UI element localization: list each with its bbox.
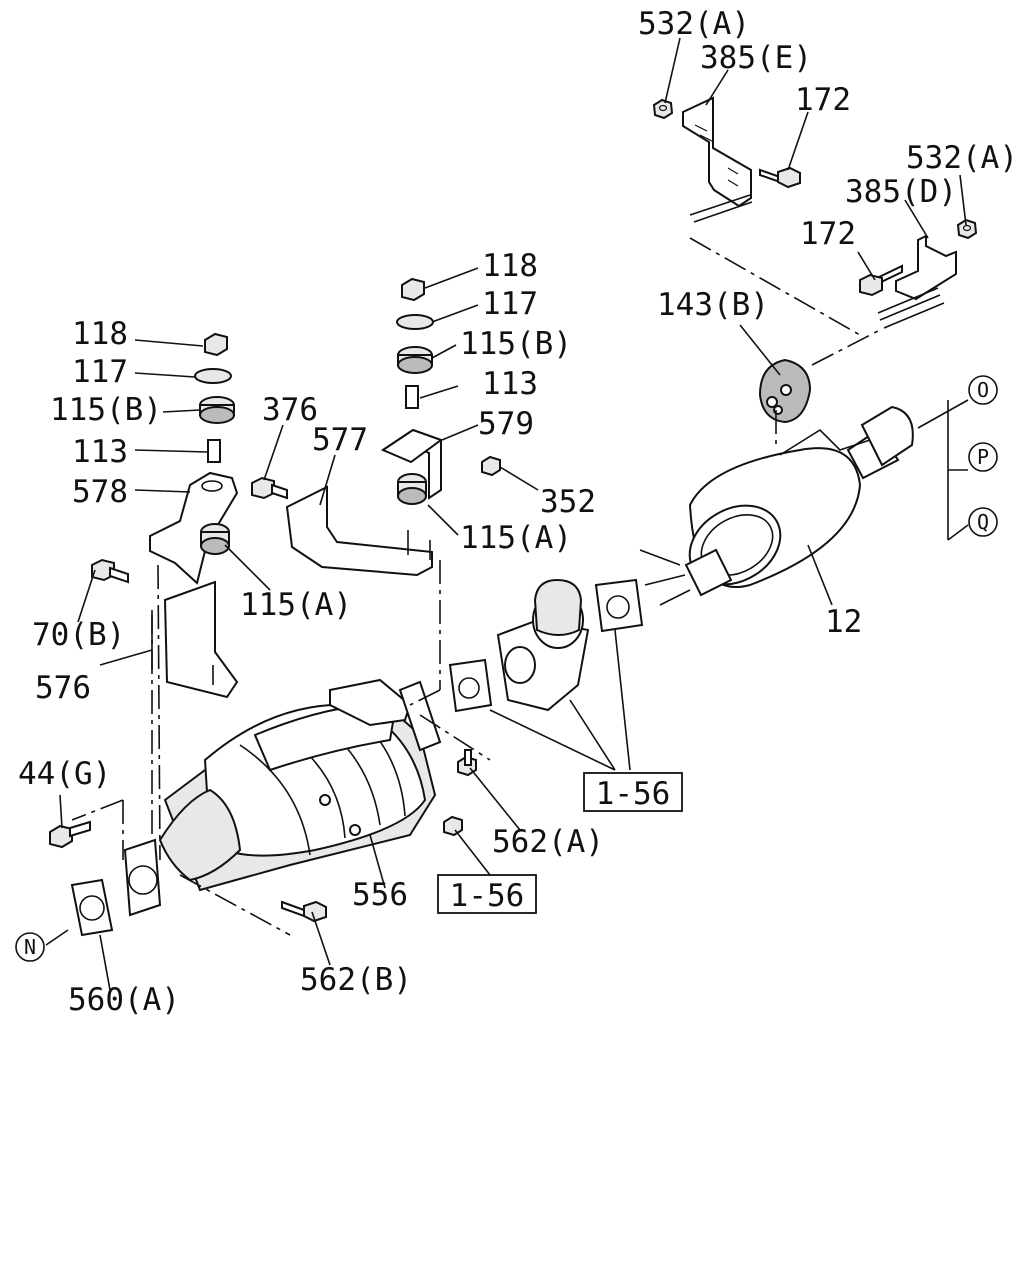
nut-532a-right <box>956 218 978 240</box>
washer-117-left <box>194 368 232 384</box>
bracket-577 <box>285 485 433 577</box>
label-70b: 70(B) <box>32 617 125 653</box>
svg-text:N: N <box>24 935 36 959</box>
bolt-172-right <box>859 264 903 297</box>
bush-115a-left <box>200 523 230 555</box>
nut-118-mid <box>401 277 425 302</box>
nut-532a-top <box>652 98 674 120</box>
label-143b: 143(B) <box>657 287 769 323</box>
label-578: 578 <box>72 474 128 510</box>
collar-113-mid <box>405 385 419 409</box>
label-376: 376 <box>262 392 318 428</box>
label-562a: 562(A) <box>492 824 604 860</box>
bracket-576 <box>151 580 239 699</box>
circle-ref-P: P <box>968 442 998 472</box>
gasket-right <box>594 578 644 633</box>
label-117-mid: 117 <box>482 286 538 322</box>
leader-lines <box>45 37 969 991</box>
label-115a-mid: 115(A) <box>460 520 572 556</box>
label-44g: 44(G) <box>18 756 111 792</box>
gasket-560a <box>70 878 114 937</box>
label-385e: 385(E) <box>700 40 812 76</box>
bracket-385e <box>682 96 753 223</box>
circle-ref-O: O <box>968 375 998 405</box>
label-115b-left: 115(B) <box>50 392 162 428</box>
nut-562-small <box>443 815 463 837</box>
label-12: 12 <box>825 604 862 640</box>
label-532a-right: 532(A) <box>906 140 1018 176</box>
stud-562b <box>281 900 327 923</box>
bolt-44g <box>49 820 91 849</box>
bracket-578 <box>149 471 239 585</box>
circle-ref-N: N <box>15 932 45 962</box>
svg-text:Q: Q <box>977 510 989 534</box>
label-113-left: 113 <box>72 434 128 470</box>
bush-115b-mid <box>397 346 433 374</box>
label-172-top: 172 <box>795 82 851 118</box>
ref-box-1-56-lower[interactable]: 1-56 <box>437 874 537 914</box>
bolt-172-top <box>759 166 801 189</box>
label-385d: 385(D) <box>845 174 957 210</box>
label-579: 579 <box>478 406 534 442</box>
svg-text:1-56: 1-56 <box>596 776 671 812</box>
ref-box-1-56-upper[interactable]: 1-56 <box>583 772 683 812</box>
svg-text:O: O <box>977 378 989 402</box>
assembly-dashed-lines <box>71 237 881 936</box>
circle-ref-Q: Q <box>968 507 998 537</box>
bolt-376 <box>251 476 288 500</box>
label-576: 576 <box>35 670 91 706</box>
label-577: 577 <box>312 422 368 458</box>
bolt-70b <box>91 558 129 584</box>
label-118-mid: 118 <box>482 248 538 284</box>
nut-118-left <box>204 332 228 357</box>
bracket-385d <box>877 234 957 329</box>
label-117-left: 117 <box>72 354 128 390</box>
elbow-pipe <box>496 578 590 712</box>
label-118-left: 118 <box>72 316 128 352</box>
svg-text:P: P <box>977 445 989 469</box>
bush-115a-mid <box>397 473 427 505</box>
muffler-12 <box>639 405 914 606</box>
bush-115b-left <box>199 396 235 424</box>
svg-text:1-56: 1-56 <box>450 878 525 914</box>
label-113-mid: 113 <box>482 366 538 402</box>
collar-113-left <box>207 439 221 463</box>
label-172-right: 172 <box>800 216 856 252</box>
label-562b: 562(B) <box>300 962 412 998</box>
label-115a-left: 115(A) <box>240 587 352 623</box>
label-352: 352 <box>540 484 596 520</box>
label-115b-mid: 115(B) <box>460 326 572 362</box>
part-labels: 532(A) 385(E) 172 532(A) 385(D) 172 143(… <box>18 6 1018 1018</box>
catalytic-converter-556 <box>123 678 442 917</box>
nut-352 <box>481 455 501 477</box>
gasket-mid <box>448 658 493 713</box>
hanger-143b <box>758 358 812 424</box>
washer-117-mid <box>396 314 434 330</box>
bracket-579 <box>380 428 444 500</box>
label-560a: 560(A) <box>68 982 180 1018</box>
label-556: 556 <box>352 877 408 913</box>
label-532a-top: 532(A) <box>638 6 750 42</box>
